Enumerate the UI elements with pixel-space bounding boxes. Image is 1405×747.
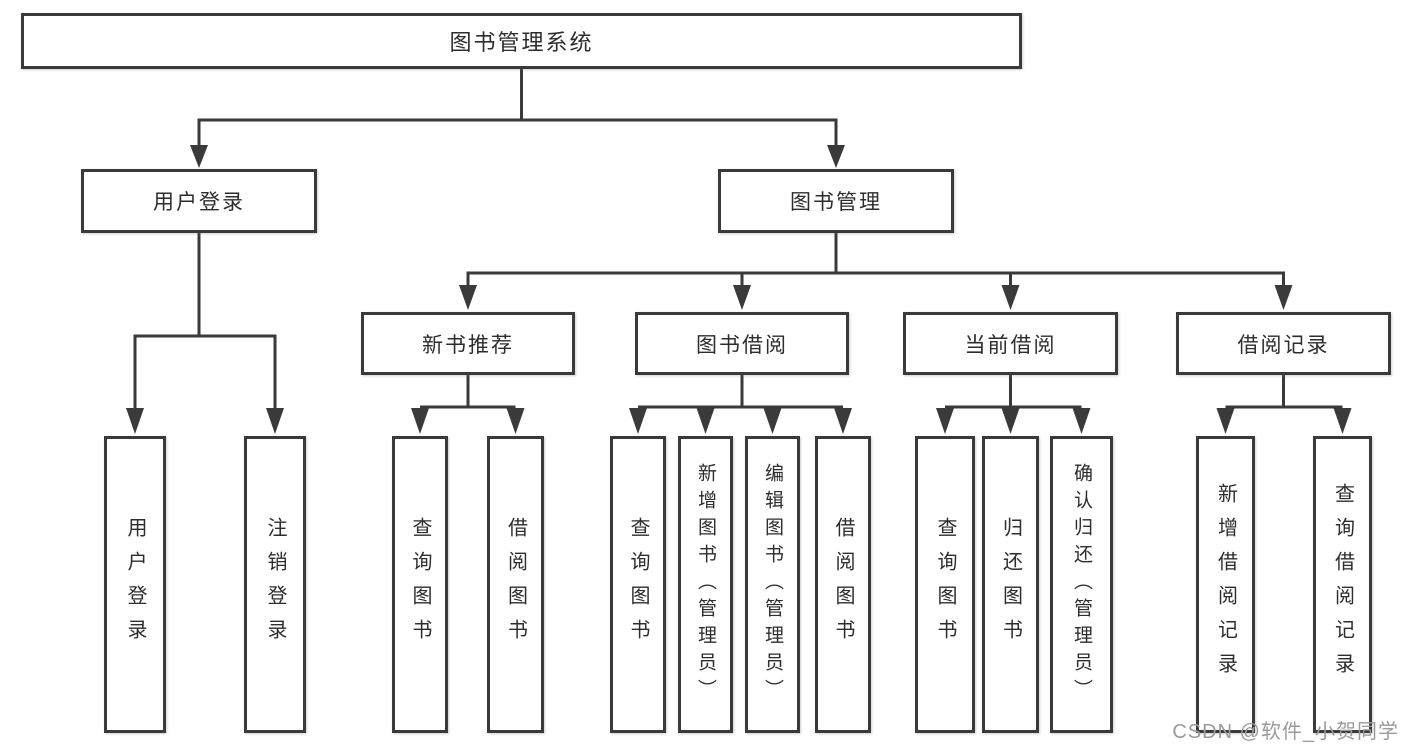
node-book-borrow-label: 图书借阅 (696, 333, 788, 357)
node-book-borrow: 图书借阅 (635, 312, 849, 375)
node-current-borrow: 当前借阅 (903, 312, 1118, 375)
leaf-query-book-recommend-label: 查询图书 (409, 516, 431, 653)
leaf-user-login: 用户登录 (104, 436, 166, 733)
leaf-borrow-book-recommend: 借阅图书 (487, 436, 544, 733)
leaf-query-book-borrow: 查询图书 (610, 436, 666, 733)
leaf-confirm-return-admin: 确认归还（管理员） (1050, 436, 1113, 733)
leaf-query-book-recommend: 查询图书 (392, 436, 448, 733)
leaf-add-book-admin-label: 新增图书（管理员） (695, 463, 716, 706)
leaf-edit-book-admin: 编辑图书（管理员） (745, 436, 800, 733)
leaf-edit-book-admin-label: 编辑图书（管理员） (762, 463, 783, 706)
node-current-borrow-label: 当前借阅 (964, 333, 1057, 357)
leaf-borrow-book-recommend-label: 借阅图书 (504, 516, 527, 653)
leaf-borrow-book: 借阅图书 (815, 436, 871, 733)
leaf-borrow-book-label: 借阅图书 (832, 516, 854, 653)
leaf-confirm-return-admin-label: 确认归还（管理员） (1071, 463, 1092, 706)
node-root-label: 图书管理系统 (449, 30, 594, 55)
csdn-watermark: CSDN @软件_小贺同学 (1172, 721, 1399, 743)
leaf-return-book-label: 归还图书 (999, 516, 1022, 653)
leaf-query-book-current-label: 查询图书 (934, 516, 956, 653)
leaf-add-borrow-record-label: 新增借阅记录 (1214, 482, 1237, 687)
leaf-user-login-label: 用户登录 (124, 516, 146, 653)
leaf-logout-label: 注销登录 (264, 516, 286, 653)
leaf-add-borrow-record: 新增借阅记录 (1196, 436, 1255, 733)
leaf-add-book-admin: 新增图书（管理员） (678, 436, 733, 733)
connector-lines (133, 69, 1343, 409)
node-book-management-label: 图书管理 (790, 191, 882, 214)
node-borrow-records-label: 借阅记录 (1237, 333, 1330, 357)
node-user-login-label: 用户登录 (153, 191, 245, 214)
leaf-query-book-current: 查询图书 (915, 436, 975, 733)
leaf-return-book: 归还图书 (982, 436, 1039, 733)
node-user-login: 用户登录 (81, 169, 317, 233)
node-borrow-records: 借阅记录 (1176, 312, 1391, 375)
node-new-book-recommend: 新书推荐 (361, 312, 575, 375)
node-book-management: 图书管理 (718, 169, 954, 233)
arrow-down-icon (126, 145, 1352, 434)
leaf-logout: 注销登录 (244, 436, 306, 733)
leaf-query-book-borrow-label: 查询图书 (627, 516, 649, 653)
leaf-query-borrow-record-label: 查询借阅记录 (1331, 482, 1354, 687)
node-root: 图书管理系统 (21, 13, 1022, 69)
node-new-book-recommend-label: 新书推荐 (422, 333, 514, 357)
leaf-query-borrow-record: 查询借阅记录 (1313, 436, 1372, 733)
